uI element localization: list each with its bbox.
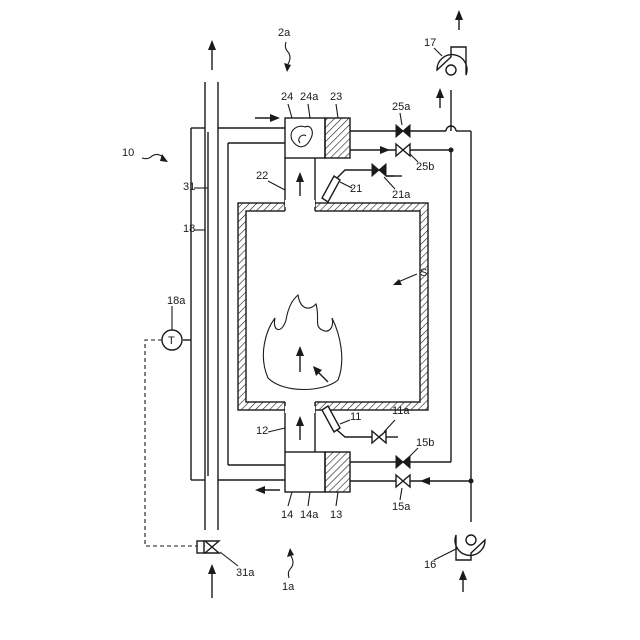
exhaust-stack (191, 82, 218, 530)
stack-inlet-arrow (208, 564, 216, 598)
label-upper-exhaust-valve: 25b (416, 161, 434, 173)
label-upper-regenerator: 2a (278, 27, 291, 39)
label-thermometer: 18a (167, 295, 186, 307)
upper-chamber-opening (285, 200, 315, 212)
label-upper-duct: 22 (256, 170, 268, 182)
upper-fuel-line (337, 170, 402, 178)
label-upper-burner: 21 (350, 183, 362, 195)
stack-outlet-arrow (208, 40, 216, 70)
lower-exhaust-valve[interactable] (396, 456, 410, 468)
upper-duct-arrow (296, 172, 304, 196)
label-lower-storage: 13 (330, 509, 342, 521)
upper-regenerator (285, 118, 350, 207)
upper-fuel-valve[interactable] (372, 164, 386, 176)
lower-outlet-arrow (255, 486, 280, 494)
label-lower-fuel-valve: 11a (392, 405, 410, 417)
lower-duct-arrow (296, 416, 304, 440)
label-lower-exhaust-valve: 15b (416, 437, 434, 449)
upper-air-valve[interactable] (396, 125, 410, 137)
label-upper-fuel-valve: 21a (392, 189, 411, 201)
label-lower-duct: 12 (256, 425, 268, 437)
exhaust-fan-arrow-in (436, 88, 444, 108)
label-lower-burner: 11 (350, 411, 361, 423)
label-stack-valve: 31a (236, 567, 255, 579)
supply-fan[interactable] (455, 481, 485, 560)
upper-inlet-arrow (255, 114, 280, 122)
label-upper-port-part: 24a (300, 91, 319, 103)
lower-regenerator (285, 403, 350, 492)
label-upper-air-valve: 25a (392, 101, 411, 113)
lower-chamber-opening (285, 401, 315, 413)
label-upper-port: 24 (281, 91, 293, 103)
label-exhaust-fan: 17 (424, 37, 436, 49)
label-lower-port: 14 (281, 509, 293, 521)
label-stack-inner: 31 (183, 181, 195, 193)
supply-fan-arrow-in (459, 570, 467, 592)
label-lower-port-part: 14a (300, 509, 319, 521)
thermometer: T (162, 330, 191, 350)
stack-valve[interactable] (197, 541, 219, 553)
thermometer-symbol: T (168, 335, 175, 347)
upper-exhaust-valve[interactable] (396, 144, 410, 156)
lower-fuel-line (337, 430, 398, 437)
exhaust-fan-arrow-out (455, 10, 463, 30)
air-header (469, 131, 474, 484)
label-space: S (420, 267, 427, 279)
exhaust-header (449, 148, 454, 463)
furnace-chamber (238, 203, 428, 410)
lower-fuel-valve[interactable] (372, 431, 386, 443)
thermometer-signal-line (145, 340, 205, 546)
label-lower-air-valve: 15a (392, 501, 411, 513)
lower-air-valve[interactable] (396, 475, 410, 487)
exhaust-fan[interactable] (437, 47, 467, 131)
label-lower-regenerator: 1a (282, 581, 295, 593)
label-system: 10 (122, 147, 134, 159)
label-upper-storage: 23 (330, 91, 342, 103)
label-exhaust-stack: 18 (183, 223, 195, 235)
upper-burner-nozzle (322, 176, 340, 202)
label-supply-fan: 16 (424, 559, 436, 571)
